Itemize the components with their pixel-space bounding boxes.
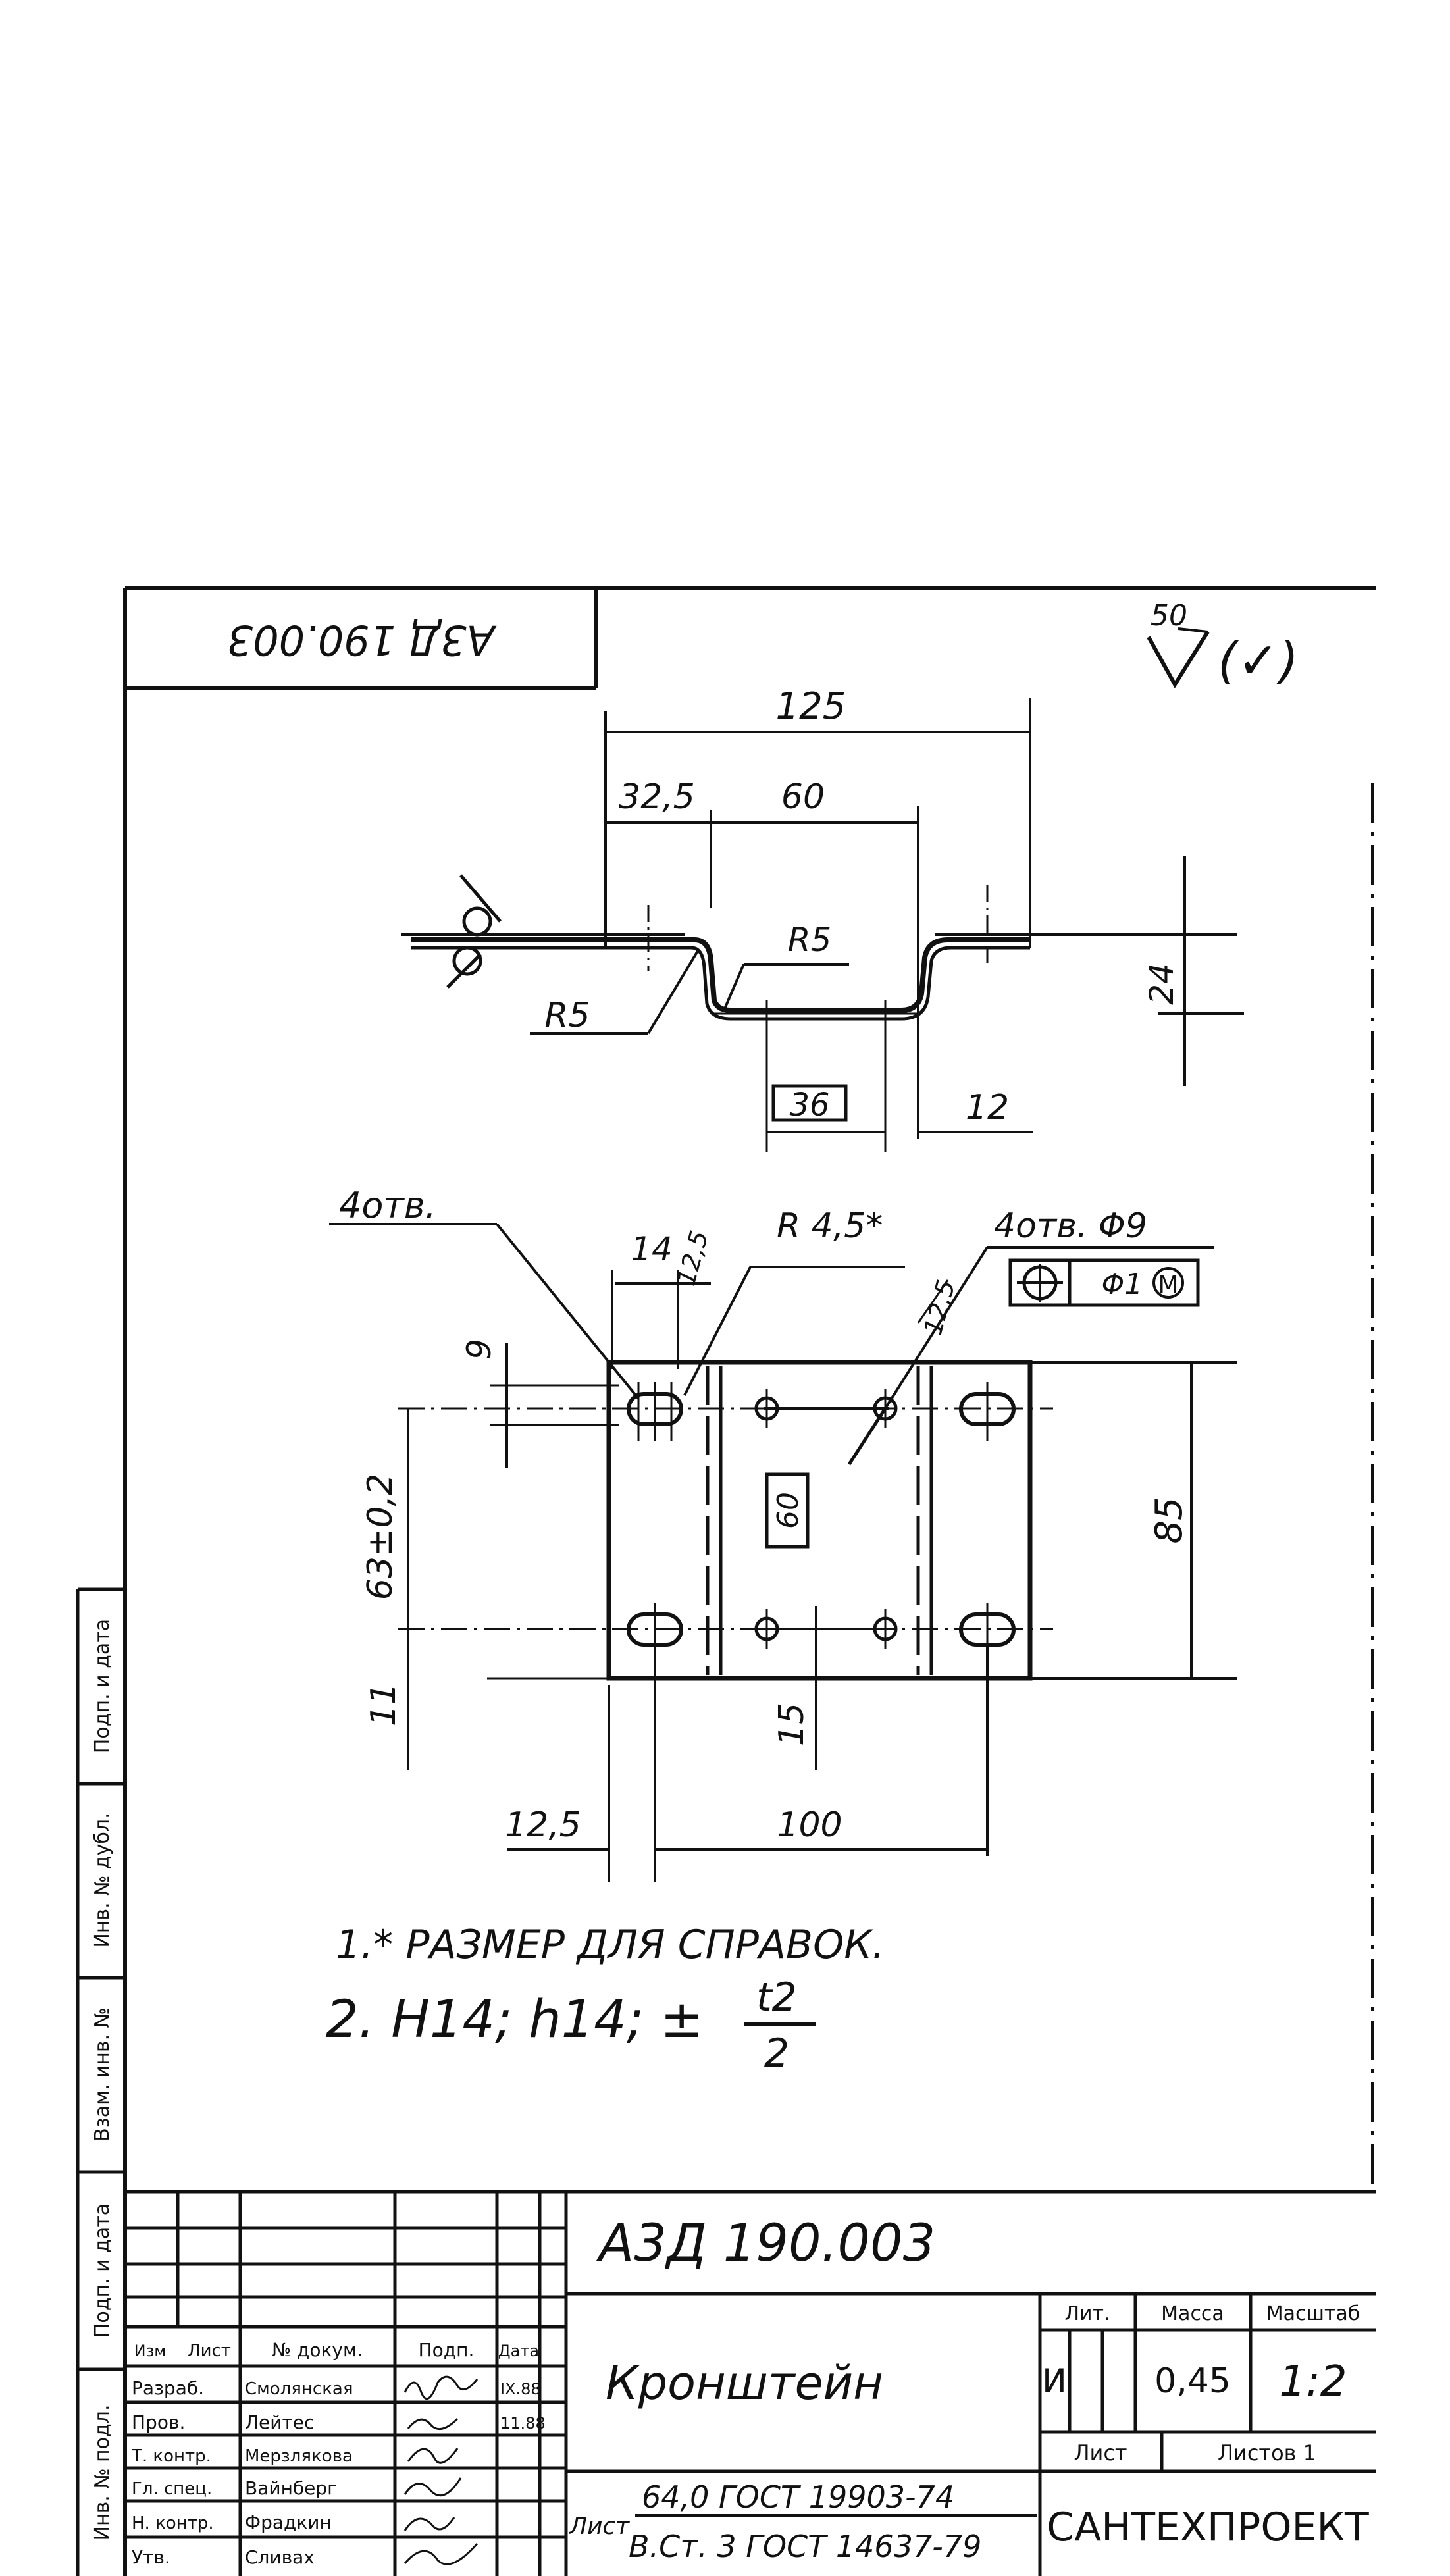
svg-text:60: 60	[771, 1492, 805, 1529]
svg-text:Дата: Дата	[498, 2342, 539, 2360]
svg-text:Лист: Лист	[568, 2513, 630, 2540]
svg-text:11: 11	[364, 1683, 403, 1726]
svg-text:Смолянская: Смолянская	[245, 2379, 353, 2399]
plan-view	[329, 1223, 1237, 1882]
svg-text:Пров.: Пров.	[132, 2411, 185, 2433]
svg-text:Разраб.: Разраб.	[132, 2377, 204, 2399]
roughness-symbol: 50 (✓)	[1147, 599, 1299, 690]
svg-text:И: И	[1042, 2362, 1066, 2400]
svg-text:12,5: 12,5	[671, 1227, 713, 1289]
svg-text:85: 85	[1148, 1497, 1191, 1543]
svg-text:Вайнберг: Вайнберг	[245, 2477, 337, 2499]
svg-text:Подп. и дата: Подп. и дата	[91, 2203, 114, 2338]
left-strip	[76, 1587, 125, 2576]
svg-text:12,5: 12,5	[505, 1805, 581, 1845]
svg-text:12,5: 12,5	[918, 1277, 960, 1338]
svg-text:R 4,5*: R 4,5*	[777, 1206, 883, 1246]
svg-text:Листов 1: Листов 1	[1218, 2440, 1316, 2465]
title-block-grid	[125, 2190, 1376, 2576]
profile-view	[401, 698, 1244, 1152]
svg-text:Подп. и дата: Подп. и дата	[91, 1619, 114, 1753]
svg-text:Мерзлякова: Мерзлякова	[245, 2446, 353, 2466]
svg-text:Сливах: Сливах	[245, 2546, 315, 2568]
left-strip-labels: Подп. и дата Инв. № дубл. Взам. инв. № П…	[91, 1619, 114, 2541]
designation-stamp: А3Д 190.003	[227, 616, 497, 664]
svg-text:12: 12	[966, 1088, 1009, 1127]
svg-text:t2: t2	[756, 1974, 797, 2021]
boxed-spacing-frame	[765, 1472, 810, 1549]
svg-text:36: 36	[789, 1087, 829, 1123]
svg-text:В.Ст. 3 ГОСТ 14637-79: В.Ст. 3 ГОСТ 14637-79	[629, 2529, 981, 2564]
svg-text:Изм: Изм	[134, 2342, 167, 2360]
svg-text:Масштаб: Масштаб	[1266, 2302, 1360, 2325]
svg-text:Фрадкин: Фрадкин	[245, 2512, 332, 2533]
profile-dim-labels: 125 32,5 60 R5 R5 36 12 24	[544, 685, 1181, 1127]
svg-text:11.88: 11.88	[500, 2414, 546, 2433]
svg-text:R5: R5	[544, 996, 590, 1035]
svg-text:63±0,2: 63±0,2	[361, 1474, 400, 1600]
svg-text:№ докум.: № докум.	[272, 2339, 363, 2361]
svg-text:Т. контр.: Т. контр.	[131, 2446, 211, 2466]
svg-text:15: 15	[772, 1703, 812, 1746]
svg-text:Лист: Лист	[1074, 2440, 1127, 2465]
svg-text:Инв. № дубл.: Инв. № дубл.	[91, 1813, 114, 1947]
svg-text:32,5: 32,5	[619, 777, 695, 817]
svg-text:50: 50	[1151, 599, 1187, 632]
svg-text:2. H14; h14; ±: 2. H14; h14; ±	[326, 1990, 703, 2049]
svg-text:64,0 ГОСТ 19903-74: 64,0 ГОСТ 19903-74	[642, 2479, 954, 2515]
svg-text:Лит.: Лит.	[1064, 2302, 1110, 2325]
svg-text:САНТЕХПРОЕКТ: САНТЕХПРОЕКТ	[1047, 2504, 1369, 2550]
signatures	[403, 2375, 479, 2565]
svg-text:Φ1: Φ1	[1102, 1268, 1143, 1301]
svg-text:4отв. Φ9: 4отв. Φ9	[994, 1206, 1147, 1246]
svg-text:IX.88: IX.88	[500, 2380, 541, 2398]
svg-text:Подп.: Подп.	[419, 2339, 475, 2361]
svg-text:M: M	[1158, 1272, 1178, 1299]
notes: 1.* РАЗМЕР ДЛЯ СПРАВОК. 2. H14; h14; ± t…	[326, 1922, 885, 2076]
svg-text:14: 14	[631, 1230, 673, 1268]
svg-text:24: 24	[1143, 963, 1181, 1005]
svg-text:2: 2	[764, 2030, 789, 2076]
svg-text:100: 100	[777, 1805, 842, 1845]
svg-text:125: 125	[776, 685, 846, 728]
svg-text:0,45: 0,45	[1154, 2361, 1231, 2401]
svg-text:А3Д 190.003: А3Д 190.003	[596, 2214, 935, 2273]
svg-text:Лейтес: Лейтес	[245, 2411, 314, 2433]
svg-text:Лист: Лист	[188, 2341, 231, 2361]
svg-text:60: 60	[781, 777, 825, 817]
sheet-frame	[123, 586, 1376, 2576]
svg-text:Н. контр.: Н. контр.	[132, 2513, 214, 2533]
svg-text:Масса: Масса	[1161, 2302, 1224, 2325]
svg-text:Кронштейн: Кронштейн	[606, 2356, 883, 2410]
svg-text:1:2: 1:2	[1280, 2357, 1347, 2406]
boxed-dim-frame	[771, 1084, 848, 1122]
title-block-text: А3Д 190.003 Кронштейн Лист 64,0 ГОСТ 199…	[131, 2214, 1369, 2568]
svg-text:Гл. спец.: Гл. спец.	[132, 2479, 212, 2499]
svg-text:Инв. № подл.: Инв. № подл.	[91, 2405, 114, 2541]
position-tolerance-frame	[1008, 1258, 1200, 1307]
svg-text:R5: R5	[788, 921, 832, 959]
svg-text:Взам. инв. №: Взам. инв. №	[91, 2007, 114, 2142]
svg-text:9: 9	[460, 1339, 498, 1360]
svg-text:4отв.: 4отв.	[339, 1185, 436, 1226]
svg-text:А3Д 190.003: А3Д 190.003	[227, 616, 497, 664]
svg-text:(✓): (✓)	[1218, 631, 1299, 690]
svg-text:Утв.: Утв.	[132, 2546, 170, 2568]
svg-text:1.* РАЗМЕР ДЛЯ СПРАВОК.: 1.* РАЗМЕР ДЛЯ СПРАВОК.	[336, 1922, 885, 1968]
